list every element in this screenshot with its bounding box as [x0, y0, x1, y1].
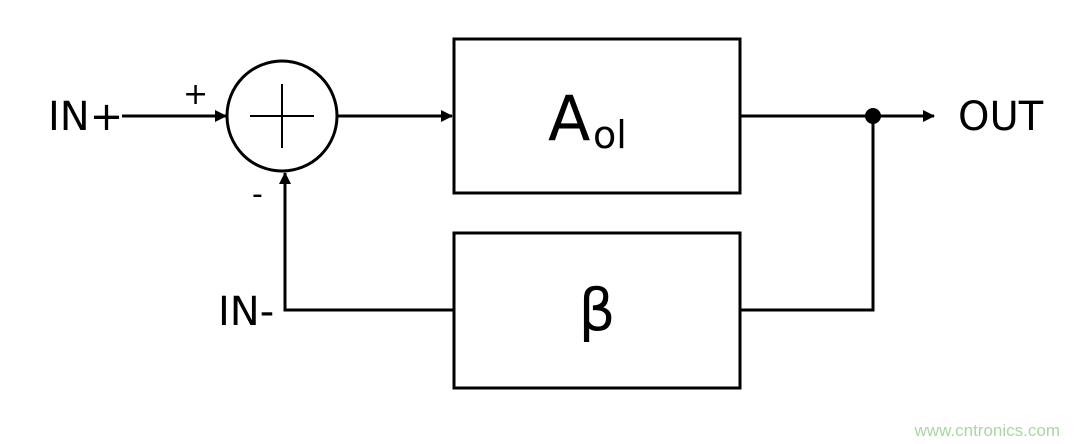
gain-block	[452, 37, 742, 195]
plus-sign-label: +	[183, 77, 208, 112]
minus-sign-label: -	[252, 177, 263, 212]
feedback-label: β	[578, 276, 615, 344]
gain-label-subscript: ol	[593, 113, 627, 157]
watermark: www.cntronics.com	[914, 421, 1060, 440]
out-label: OUT	[958, 94, 1044, 140]
feedback-out-wire	[740, 116, 875, 312]
feedback-in-wire	[279, 172, 454, 312]
gain-label-main: A	[548, 82, 590, 155]
in-plus-label: IN+	[48, 94, 123, 140]
feedback-block	[452, 231, 742, 390]
in-minus-label: IN-	[218, 289, 274, 335]
